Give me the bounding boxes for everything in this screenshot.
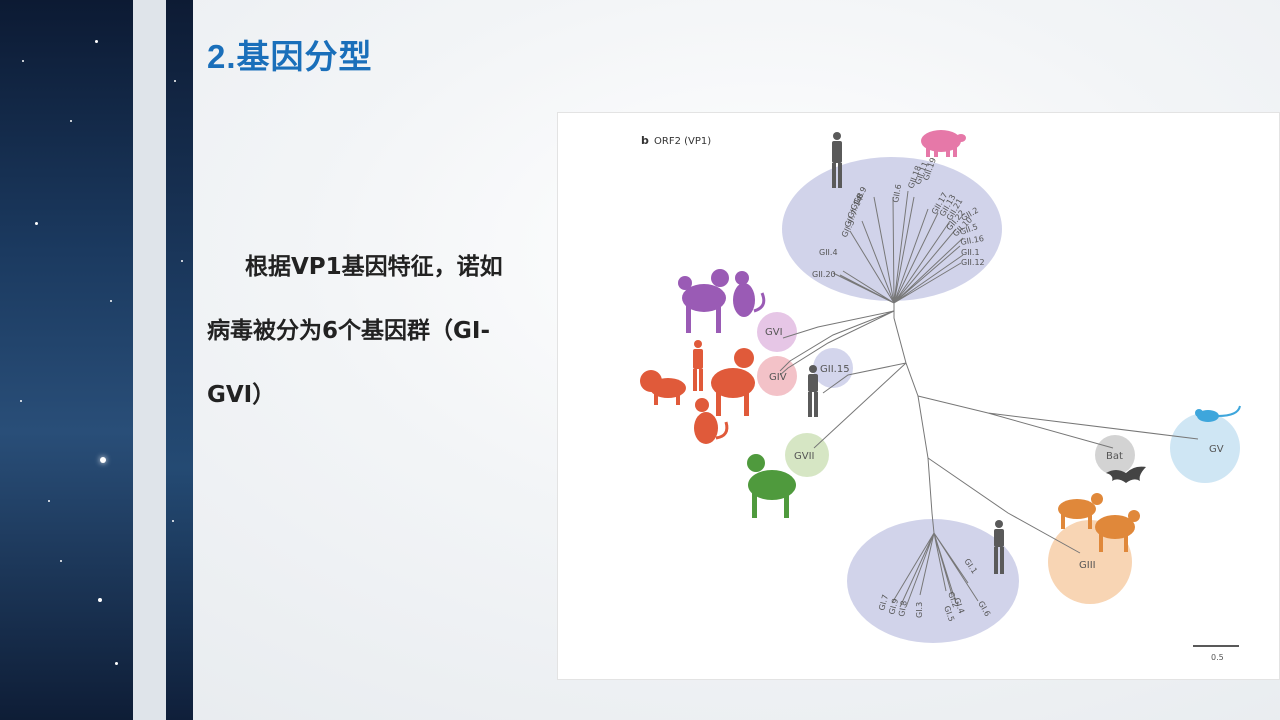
group-label-gii15: GII.15	[820, 364, 850, 375]
body-line: 病毒被分为6个基因群（GI-	[207, 318, 490, 344]
body-paragraph: 根据VP1基因特征，诺如 病毒被分为6个基因群（GI- GVI）	[207, 235, 552, 427]
red-lion-icon	[640, 370, 686, 405]
bat-circle	[1095, 435, 1135, 475]
red-cat-icon	[694, 398, 729, 444]
human-silhouette-gi	[994, 520, 1004, 574]
group-label-giii: GIII	[1079, 560, 1096, 571]
mouse-icon	[1195, 405, 1241, 422]
gii-ellipse	[782, 157, 1002, 301]
group-label-gv: GV	[1209, 444, 1224, 455]
leaf-label: GII.12	[961, 258, 985, 267]
leaf-label: GII.20	[812, 270, 836, 279]
leaf-label: GI.9	[887, 598, 900, 616]
human-silhouette-gii	[832, 132, 842, 188]
gvi-circle	[757, 312, 797, 352]
gv-circle	[1170, 413, 1240, 483]
sheep-icon	[1095, 510, 1140, 552]
panel-title: ORF2 (VP1)	[654, 136, 711, 147]
panel-letter: b	[641, 134, 649, 147]
group-label-gvii: GVII	[794, 451, 815, 462]
red-human-icon	[693, 340, 703, 391]
leaf-label: GI.8	[897, 600, 909, 618]
group-label-bat: Bat	[1106, 451, 1123, 462]
leaf-label: GII.1	[961, 248, 980, 257]
phylogenetic-tree-figure: b ORF2 (VP1) G	[557, 112, 1280, 680]
slide-title: 2.基因分型	[207, 38, 373, 75]
body-line: 根据VP1基因特征，诺如	[245, 254, 503, 280]
divider-strip	[133, 0, 166, 720]
purple-cat-icon	[733, 271, 766, 317]
leaf-label: GII.16	[960, 234, 985, 247]
body-line: GVI）	[207, 382, 276, 408]
narrow-starfield-strip	[166, 0, 193, 720]
left-starfield-panel	[0, 0, 133, 720]
human-silhouette-gii15	[808, 365, 818, 417]
scale-label: 0.5	[1211, 653, 1224, 662]
tree-branches	[779, 190, 1199, 608]
pig-icon	[921, 130, 966, 157]
purple-dog-icon	[678, 269, 729, 333]
group-label-gvi: GVI	[765, 327, 783, 338]
leaf-label: GI.3	[915, 602, 924, 618]
gi-ellipse	[847, 519, 1019, 643]
leaf-label: GI.7	[877, 594, 890, 612]
giv-circle	[757, 356, 797, 396]
leaf-label: GII.4	[819, 248, 838, 257]
group-labels: GVI GIV GII.15 GVII Bat GV GIII	[765, 327, 1224, 571]
tree-svg: b ORF2 (VP1) G	[640, 130, 1241, 662]
bat-icon	[1106, 466, 1146, 483]
green-dog-icon	[747, 454, 796, 518]
giii-circle	[1048, 520, 1132, 604]
cattle-icon	[1058, 493, 1103, 529]
group-label-giv: GIV	[769, 372, 787, 383]
red-dog-icon	[711, 348, 755, 416]
leaf-label: GII.6	[891, 184, 903, 204]
